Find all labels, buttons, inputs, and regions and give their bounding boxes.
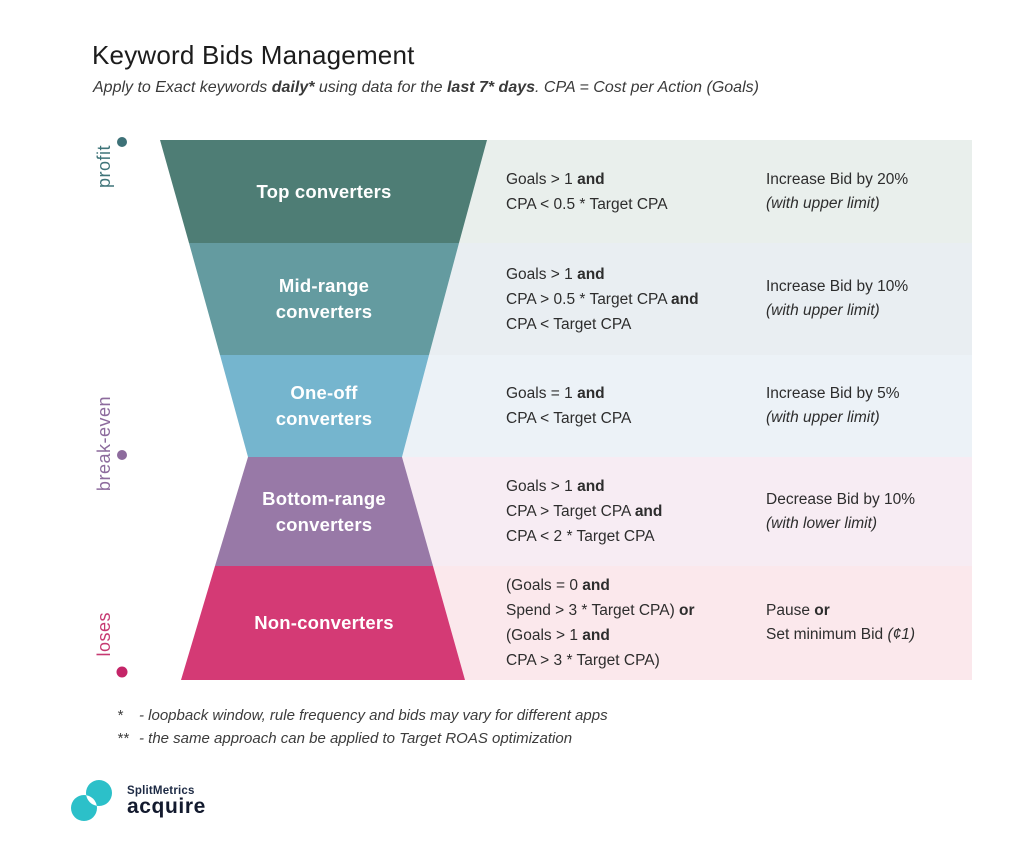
page-title: Keyword Bids Management bbox=[92, 40, 415, 70]
axis-dot-breakeven bbox=[117, 450, 127, 460]
footnotes: *- loopback window, rule frequency and b… bbox=[117, 704, 608, 750]
footnote-2: **- the same approach can be applied to … bbox=[117, 727, 608, 750]
footnote-marker: * bbox=[117, 707, 123, 724]
funnel-graphic bbox=[150, 140, 505, 680]
logo-product: acquire bbox=[127, 795, 206, 818]
page-subtitle: Apply to Exact keywords daily* using dat… bbox=[93, 79, 759, 96]
axis-label-break-even: break-even bbox=[94, 396, 114, 492]
funnel-segment-5 bbox=[181, 566, 465, 680]
splitmetrics-logo: SplitMetrics acquire bbox=[68, 778, 206, 824]
axis-label-profit: profit bbox=[94, 145, 114, 189]
action-3: Increase Bid by 5%(with upper limit) bbox=[766, 385, 900, 426]
axis-dot-profit bbox=[117, 137, 127, 147]
funnel-segment-3 bbox=[220, 355, 429, 457]
funnel-segment-1 bbox=[160, 140, 487, 243]
action-1: Increase Bid by 20%(with upper limit) bbox=[766, 170, 909, 212]
action-2: Increase Bid by 10%(with upper limit) bbox=[766, 278, 909, 319]
action-4: Decrease Bid by 10%(with lower limit) bbox=[766, 490, 916, 532]
axis-dot-loses bbox=[116, 666, 128, 678]
logo-name: SplitMetrics bbox=[127, 785, 195, 797]
funnel-segment-2 bbox=[189, 243, 459, 355]
footnote-1: *- loopback window, rule frequency and b… bbox=[117, 704, 608, 727]
funnel-segment-4 bbox=[215, 457, 433, 566]
footnote-marker: ** bbox=[117, 730, 129, 747]
profit-loss-axis bbox=[116, 137, 128, 678]
tier-label-1: Top converters bbox=[256, 180, 392, 202]
splitmetrics-logo-icon bbox=[71, 780, 112, 821]
axis-label-loses: loses bbox=[94, 612, 114, 657]
tier-label-5: Non-converters bbox=[254, 612, 394, 633]
